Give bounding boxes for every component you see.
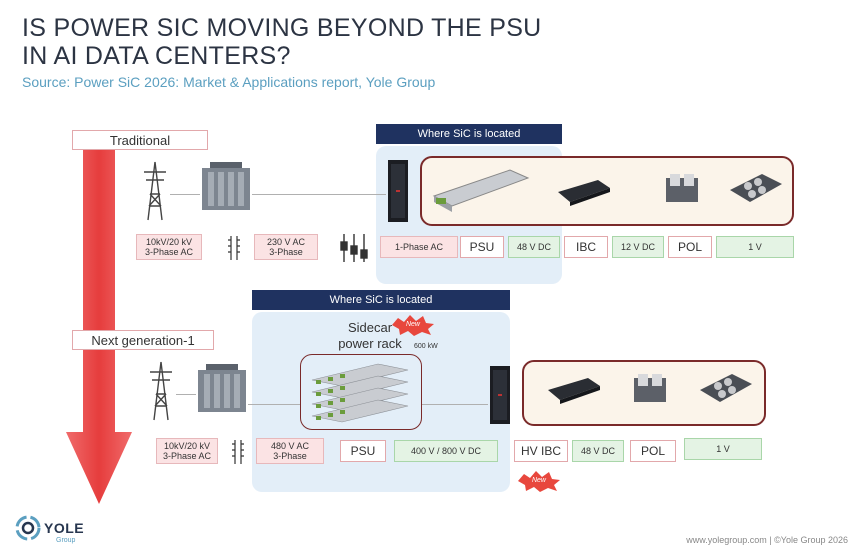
row-label-next-generation: Next generation-1 (72, 330, 214, 350)
connector-line (248, 404, 300, 405)
pol-module-icon (634, 374, 666, 402)
title-line-2: IN AI DATA CENTERS? (22, 42, 291, 70)
row-label-traditional: Traditional (72, 130, 208, 150)
switch-symbol-icon (340, 234, 368, 262)
pol-label: POL (668, 236, 712, 258)
where-sic-header-next: Where SiC is located (252, 290, 510, 310)
sidecar-rack-icon (311, 363, 409, 423)
grid-voltage-label: 10kV/20 kV 3-Phase AC (136, 234, 202, 260)
new-badge-label-2: New (531, 476, 546, 484)
transformer-symbol-icon (232, 440, 244, 464)
progression-arrow (66, 136, 132, 504)
logo-text: YOLE (44, 520, 85, 536)
connector-line (170, 194, 200, 195)
new-badge-icon (518, 471, 560, 492)
new-badge-icon (392, 315, 434, 336)
server-rack-icon (490, 366, 510, 424)
footer-text: www.yolegroup.com | ©Yole Group 2026 (686, 535, 848, 545)
where-sic-header-traditional: Where SiC is located (376, 124, 562, 144)
v1-label: 1 V (684, 438, 762, 460)
ibc-module-icon (558, 180, 610, 206)
connector-line (252, 194, 386, 195)
transformer-symbol-icon (228, 236, 240, 260)
transformer-icon (198, 364, 246, 412)
sidecar-line-1: Sidecar (347, 320, 393, 335)
yole-logo-icon (15, 515, 41, 541)
title-line-1: IS POWER SIC MOVING BEYOND THE PSU (22, 14, 542, 42)
psu-label: PSU (460, 236, 504, 258)
pol-module-icon (666, 174, 698, 202)
server-rack-icon (388, 160, 408, 222)
grid-voltage-label: 10kV/20 kV 3-Phase AC (156, 438, 218, 464)
power-rating: 600 kW (414, 343, 438, 350)
chip-board-icon (730, 174, 782, 202)
new-badge-label: New (405, 320, 420, 328)
connector-line (176, 394, 196, 395)
ibc-label: IBC (564, 236, 608, 258)
hv-ibc-label: HV IBC (514, 440, 568, 462)
pol-label: POL (630, 440, 676, 462)
v1-label: 1 V (716, 236, 794, 258)
ibc-module-icon (548, 378, 600, 404)
dc48-label: 48 V DC (572, 440, 624, 462)
phase-label: 1-Phase AC (380, 236, 458, 258)
psu-module-icon (432, 169, 530, 212)
sidecar-rack-box (300, 354, 422, 430)
chip-board-icon (700, 374, 752, 402)
sidecar-title: Sidecar power rack (330, 320, 410, 352)
ac-voltage-label: 480 V AC 3-Phase (256, 438, 324, 464)
dc12-label: 12 V DC (612, 236, 664, 258)
hvdc-label: 400 V / 800 V DC (394, 440, 498, 462)
logo-subtext: Group (56, 537, 76, 544)
psu-label: PSU (340, 440, 386, 462)
pylon-icon (150, 361, 172, 421)
source-text: Source: Power SiC 2026: Market & Applica… (22, 74, 436, 90)
page-title: IS POWER SIC MOVING BEYOND THE PSU IN AI… (22, 14, 742, 70)
ac-voltage-label: 230 V AC 3-Phase (254, 234, 318, 260)
sidecar-line-2: power rack (338, 336, 402, 351)
connector-line (422, 404, 488, 405)
pylon-icon (144, 161, 166, 221)
dc48-label: 48 V DC (508, 236, 560, 258)
transformer-icon (202, 162, 250, 210)
